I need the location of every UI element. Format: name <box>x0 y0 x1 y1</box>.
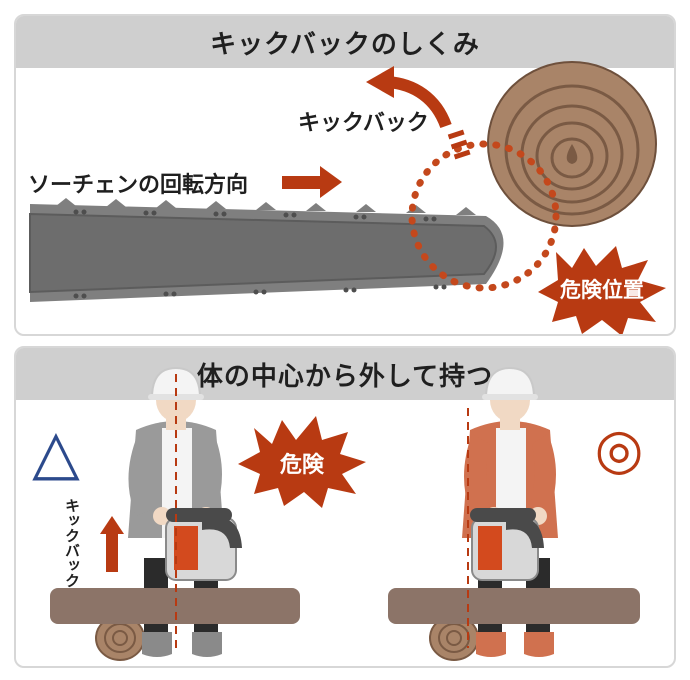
kickback-mechanism-panel: キックバックのしくみ <box>14 14 676 336</box>
saw-chain-bar <box>29 198 504 302</box>
rotation-direction-label: ソーチェンの回転方向 <box>28 172 248 198</box>
holding-position-title: 体の中心から外して持つ <box>16 348 674 400</box>
danger-position-label: 危険位置 <box>560 278 644 302</box>
kickback-label: キックバック <box>298 111 429 136</box>
good-mark-double-circle-icon: ◎ <box>595 417 644 482</box>
bad-mark-triangle-icon: △ <box>32 415 80 488</box>
holding-position-panel: 体の中心から外して持つ △ ◎ <box>14 346 676 668</box>
danger-burst-shape <box>538 246 666 334</box>
danger-zone-dotted-circle <box>408 140 560 292</box>
kickback-mechanism-title: キックバックのしくみ <box>16 16 674 68</box>
kickback-curved-arrow <box>366 66 471 160</box>
danger-label: 危険 <box>280 452 325 478</box>
person-good-posture <box>388 366 640 661</box>
kickback-mechanism-illustration: キックバック ソーチェンの回転方向 危険位置 <box>28 61 666 334</box>
holding-position-illustration: △ ◎ <box>32 366 644 661</box>
danger-burst-small-shape <box>238 416 366 508</box>
wood-log-end-icon <box>487 61 657 227</box>
kickback-vertical-label: キックバック <box>63 498 81 588</box>
person-bad-posture <box>50 366 300 661</box>
rotation-direction-arrow-icon <box>282 166 342 198</box>
